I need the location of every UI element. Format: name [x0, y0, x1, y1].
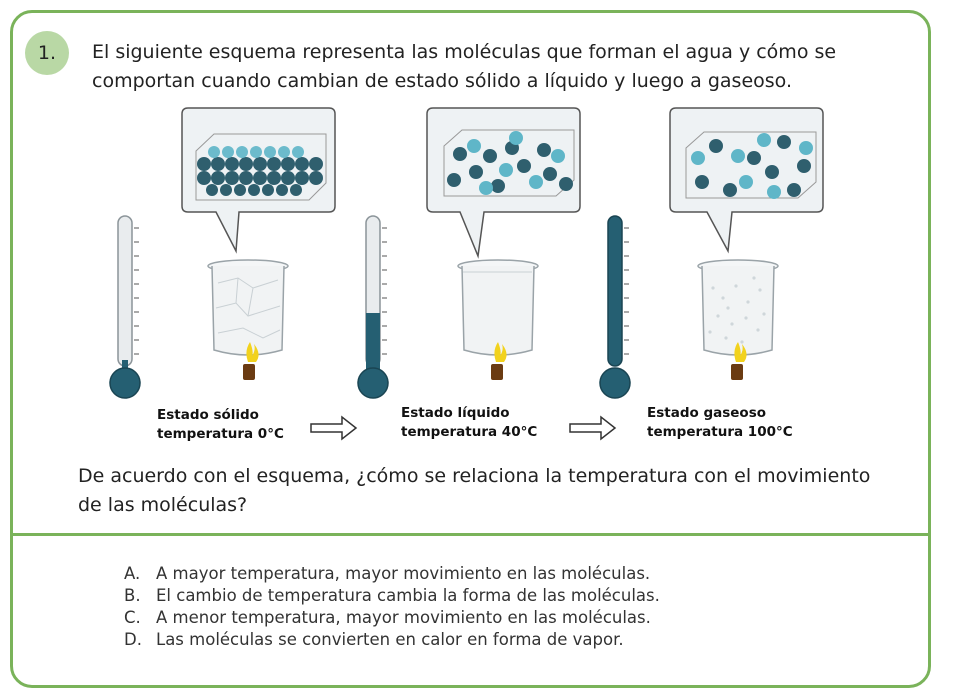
option-letter: D. [124, 630, 142, 649]
option-letter: B. [124, 586, 141, 605]
states-diagram: Estado sólido temperatura 0°C Estado líq… [109, 107, 824, 442]
state-name-gas: Estado gaseoso [647, 405, 766, 421]
beaker-solid [207, 259, 289, 356]
burner-solid [243, 342, 259, 380]
question-card [10, 10, 931, 688]
option-letter: A. [124, 564, 141, 583]
question-prompt: De acuerdo con el esquema, ¿cómo se rela… [78, 465, 871, 516]
state-temperature-solid: temperatura 0°C [157, 426, 284, 442]
option-b[interactable]: B. El cambio de temperatura cambia la fo… [124, 585, 660, 607]
option-letter: C. [124, 608, 141, 627]
arrow-right-icon [310, 415, 358, 441]
thermometer-solid [109, 215, 141, 399]
beaker-gas [697, 259, 779, 356]
panel-gas [599, 107, 824, 399]
state-temperature-liquid: temperatura 40°C [401, 424, 537, 440]
option-a[interactable]: A. A mayor temperatura, mayor movimiento… [124, 563, 660, 585]
molecule-box-solid [195, 133, 327, 201]
panel-solid [109, 107, 336, 399]
option-text: A mayor temperatura, mayor movimiento en… [156, 564, 651, 583]
question-stem: El siguiente esquema representa las molé… [92, 41, 837, 92]
burner-liquid [491, 342, 507, 380]
burner-gas [731, 342, 747, 380]
state-name-solid: Estado sólido [157, 407, 259, 423]
option-d[interactable]: D. Las moléculas se convierten en calor … [124, 629, 660, 651]
arrow-right-icon [569, 415, 617, 441]
molecule-box-liquid [443, 129, 575, 197]
thermometer-liquid [357, 215, 389, 399]
option-text: Las moléculas se convierten en calor en … [156, 630, 624, 649]
thermometer-gas [599, 215, 631, 399]
molecule-box-gas [685, 131, 817, 199]
option-text: El cambio de temperatura cambia la forma… [156, 586, 660, 605]
answer-options: A. A mayor temperatura, mayor movimiento… [124, 563, 660, 651]
question-number-badge: 1. [25, 31, 69, 75]
panel-liquid [357, 107, 581, 399]
state-temperature-gas: temperatura 100°C [647, 424, 793, 440]
card-divider [10, 533, 931, 536]
option-text: A menor temperatura, mayor movimiento en… [156, 608, 651, 627]
state-name-liquid: Estado líquido [401, 405, 510, 421]
option-c[interactable]: C. A menor temperatura, mayor movimiento… [124, 607, 660, 629]
beaker-liquid [457, 259, 539, 356]
